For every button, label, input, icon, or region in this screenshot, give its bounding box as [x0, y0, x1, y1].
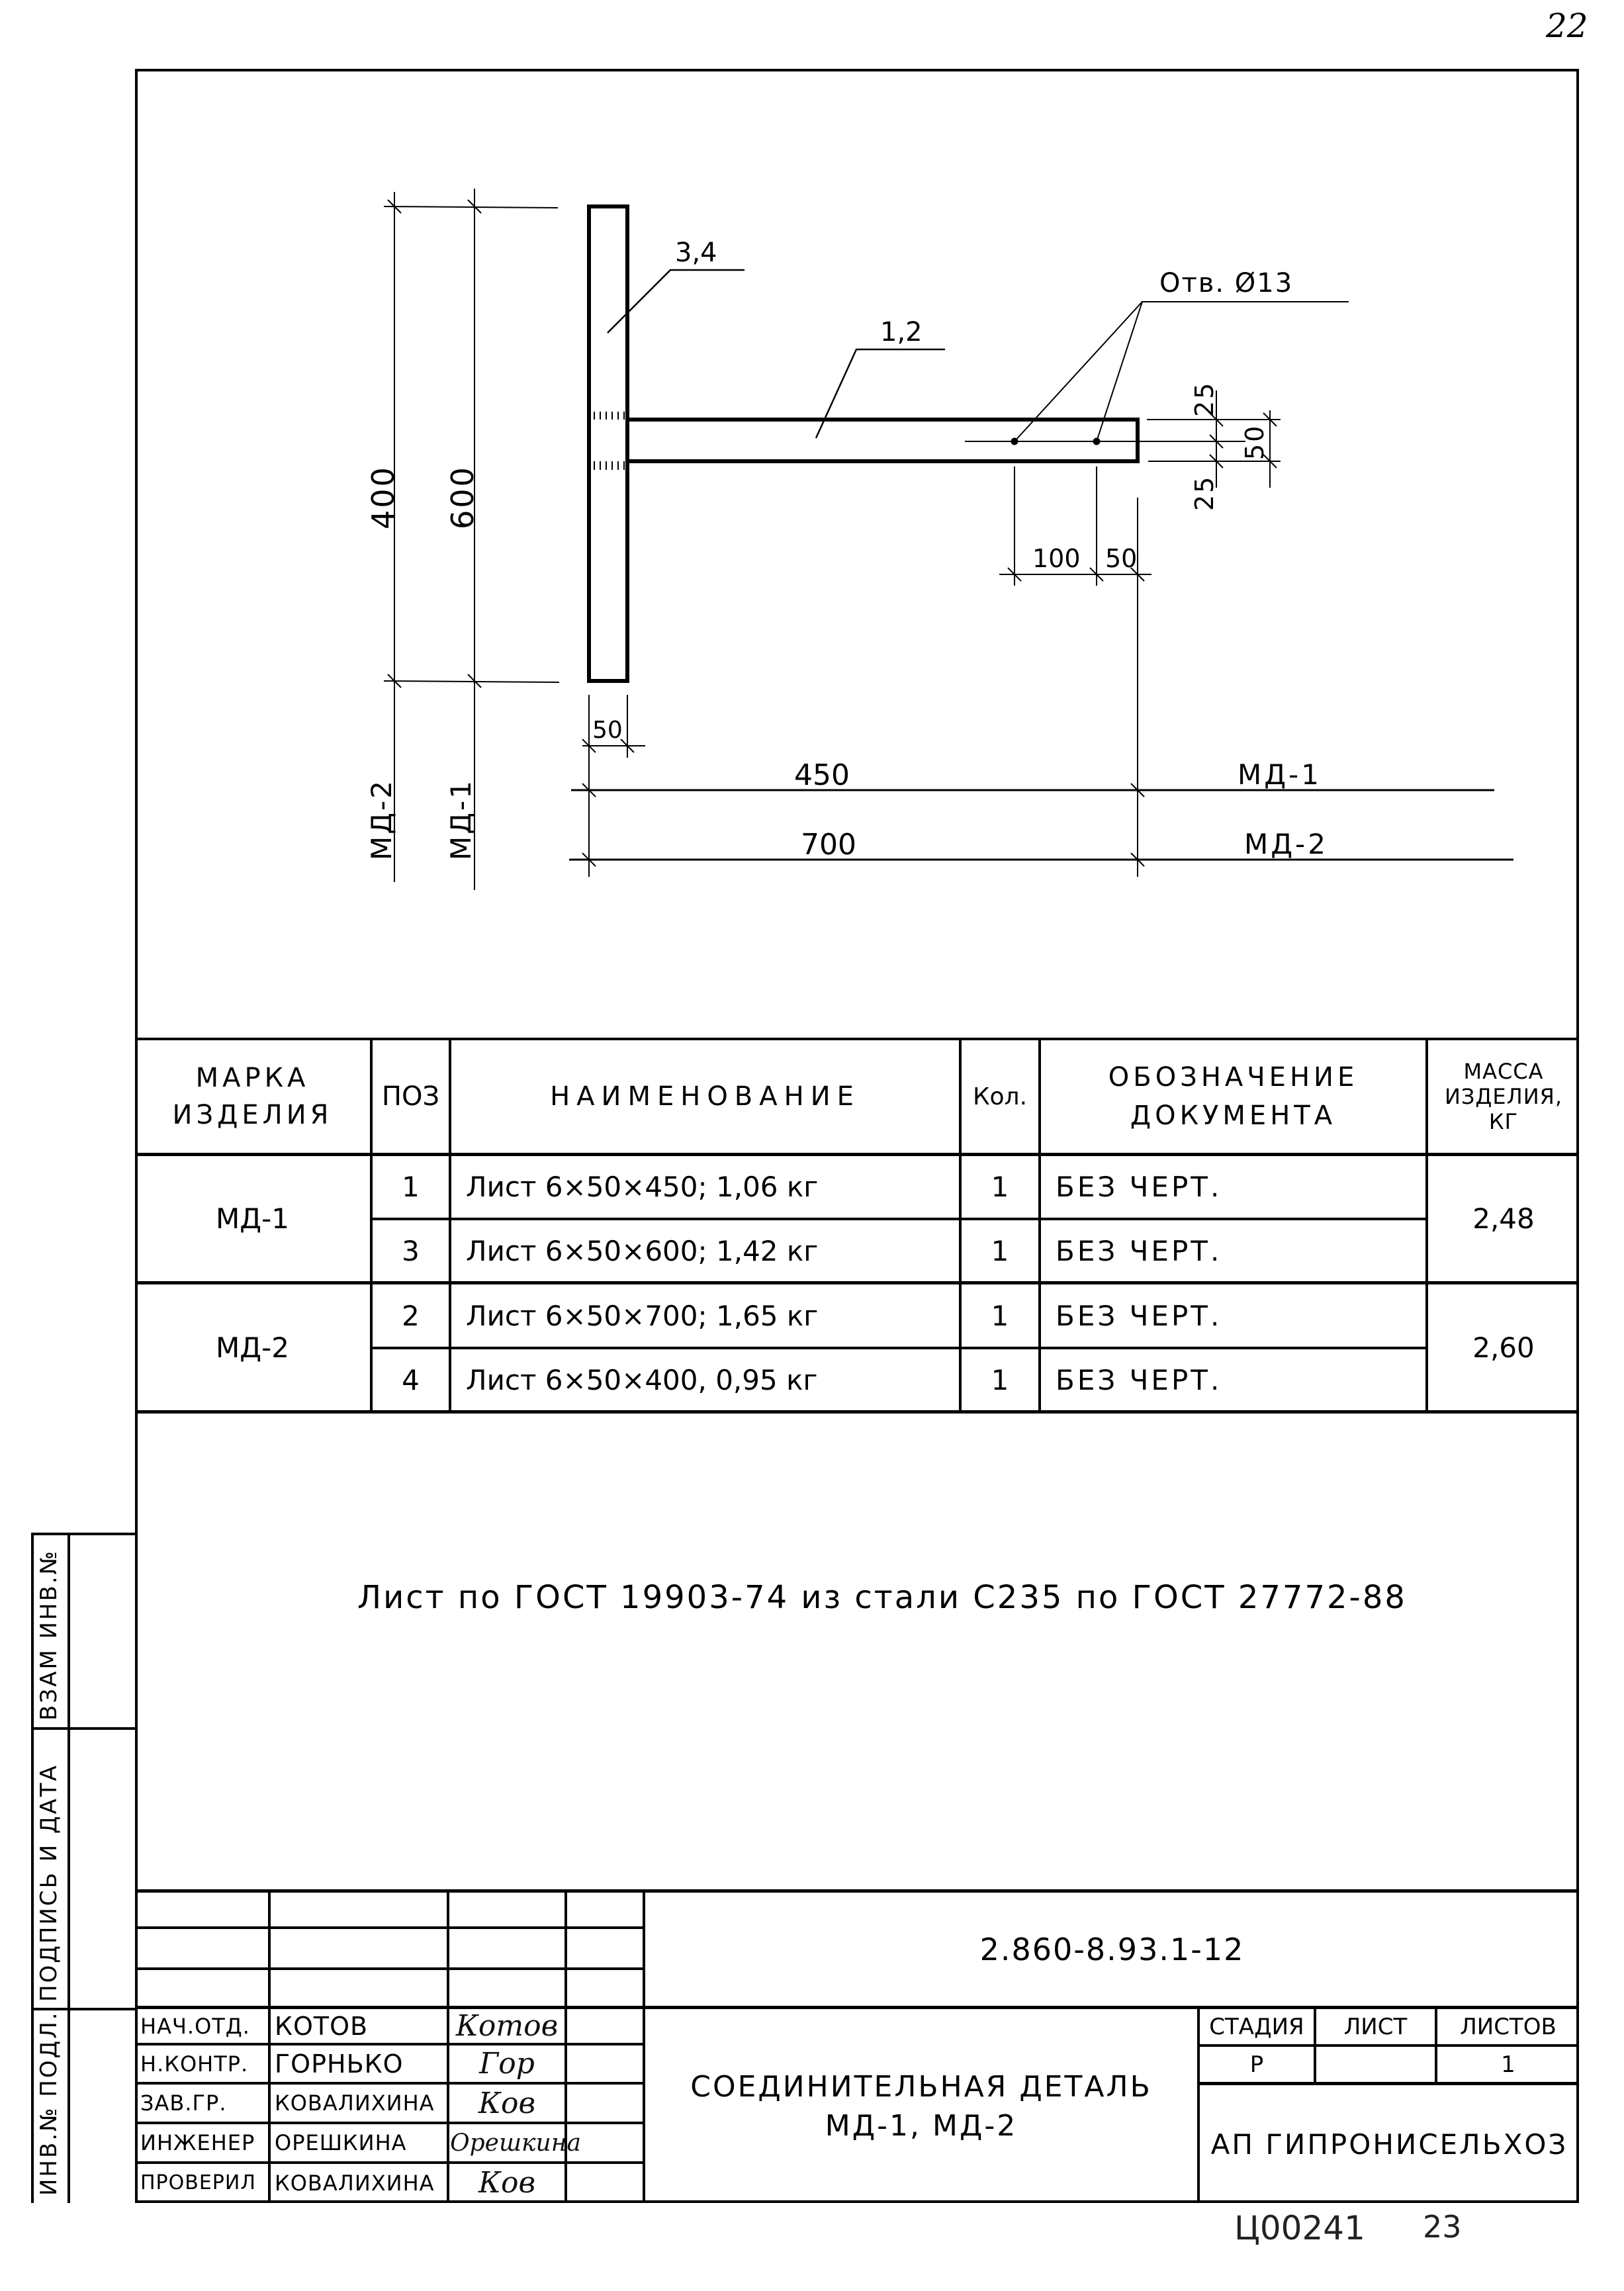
surname: КОТОВ	[275, 2011, 369, 2041]
dim-50-holes: 50	[1105, 544, 1138, 573]
mark-md1-horizontal: МД-1	[1238, 758, 1322, 791]
dim-450: 450	[794, 758, 850, 792]
row-doc: БЕЗ ЧЕРТ.	[1056, 1171, 1222, 1203]
row-pos: 4	[402, 1363, 420, 1396]
dim-50-right: 50	[1240, 424, 1269, 460]
row-qty: 1	[991, 1234, 1009, 1267]
signature: Ков	[478, 2166, 536, 2200]
signature: Котов	[455, 2009, 559, 2043]
row-name: Лист 6×50×600; 1,42 кг	[466, 1234, 819, 1267]
role: Н.КОНТР.	[140, 2051, 249, 2077]
surname: КОВАЛИХИНА	[275, 2170, 435, 2196]
organization: АП ГИПРОНИСЕЛЬХОЗ	[1210, 2128, 1568, 2161]
holes-note: Отв. Ø13	[1159, 268, 1294, 298]
document-code: 2.860-8.93.1-12	[979, 1931, 1245, 1967]
row-doc: БЕЗ ЧЕРТ.	[1056, 1234, 1222, 1267]
header-name: НАИМЕНОВАНИЕ	[550, 1081, 860, 1112]
dim-700: 700	[801, 828, 856, 862]
header-pos: ПОЗ	[381, 1081, 440, 1112]
row-name: Лист 6×50×450; 1,06 кг	[466, 1171, 819, 1203]
sheets-header: ЛИСТОВ	[1460, 2013, 1556, 2040]
dim-25-top: 25	[1190, 381, 1219, 417]
surname: КОВАЛИХИНА	[275, 2090, 435, 2116]
header-qty: Кол.	[972, 1083, 1028, 1110]
row-doc: БЕЗ ЧЕРТ.	[1056, 1363, 1222, 1396]
sheets-value: 1	[1501, 2051, 1515, 2078]
signature: Гор	[479, 2047, 535, 2081]
signature: Орешкина	[450, 2129, 581, 2157]
sheet-frame	[135, 69, 1579, 2203]
strip-label-inv-original: ИНВ.№ ПОДЛ.	[36, 2010, 62, 2196]
role: ИНЖЕНЕР	[140, 2130, 255, 2155]
header-mass: МАССА ИЗДЕЛИЯ, КГ	[1444, 1059, 1563, 1134]
group-mark: МД-1	[216, 1202, 289, 1235]
row-name: Лист 6×50×700; 1,65 кг	[466, 1299, 819, 1332]
horizontal-plate	[627, 418, 1140, 463]
mark-md2-horizontal: МД-2	[1244, 828, 1328, 860]
drawing-title: СОЕДИНИТЕЛЬНАЯ ДЕТАЛЬ МД-1, МД-2	[690, 2069, 1152, 2143]
row-doc: БЕЗ ЧЕРТ.	[1056, 1299, 1222, 1332]
dim-50-plate: 50	[592, 717, 623, 744]
stage-value: Р	[1249, 2051, 1264, 2078]
role: ПРОВЕРИЛ	[140, 2171, 256, 2194]
row-pos: 1	[402, 1171, 420, 1203]
surname: ОРЕШКИНА	[275, 2130, 407, 2155]
row-qty: 1	[991, 1171, 1009, 1203]
archive-number: Ц00241	[1234, 2209, 1365, 2247]
row-pos: 2	[402, 1299, 420, 1332]
leader-label-3-4: 3,4	[675, 238, 717, 268]
row-qty: 1	[991, 1363, 1009, 1396]
group-mass: 2,48	[1472, 1202, 1535, 1235]
row-name: Лист 6×50×400, 0,95 кг	[466, 1363, 818, 1396]
dim-25-bottom: 25	[1190, 474, 1219, 511]
sheet-header: ЛИСТ	[1343, 2013, 1408, 2040]
header-doc: ОБОЗНАЧЕНИЕ ДОКУМЕНТА	[1108, 1062, 1359, 1131]
sheet-value	[1316, 2047, 1435, 2082]
surname: ГОРНЬКО	[275, 2049, 404, 2079]
group-mark: МД-2	[216, 1331, 289, 1364]
mark-md1-vertical: МД-1	[445, 779, 477, 860]
page-number: 22	[1546, 7, 1588, 45]
row-pos: 3	[402, 1234, 420, 1267]
stage-header: СТАДИЯ	[1209, 2013, 1304, 2040]
signature: Ков	[478, 2086, 536, 2120]
material-note: Лист по ГОСТ 19903-74 из стали С235 по Г…	[357, 1579, 1407, 1616]
header-mark: МАРКА ИЗДЕЛИЯ	[172, 1063, 333, 1130]
dim-600: 600	[445, 465, 480, 529]
strip-label-vzam-inv: ВЗАМ ИНВ.№	[36, 1549, 62, 1721]
dim-400: 400	[365, 465, 401, 529]
group-mass: 2,60	[1472, 1331, 1535, 1364]
vertical-plate	[587, 204, 629, 683]
mark-md2-vertical: МД-2	[365, 779, 398, 860]
archive-suffix: 23	[1423, 2209, 1462, 2245]
role: НАЧ.ОТД.	[140, 2013, 250, 2039]
leader-label-1-2: 1,2	[880, 317, 923, 347]
row-qty: 1	[991, 1299, 1009, 1332]
strip-label-signature-date: ПОДПИСЬ И ДАТА	[36, 1764, 62, 2002]
role: ЗАВ.ГР.	[140, 2090, 227, 2116]
dim-100: 100	[1032, 544, 1081, 573]
